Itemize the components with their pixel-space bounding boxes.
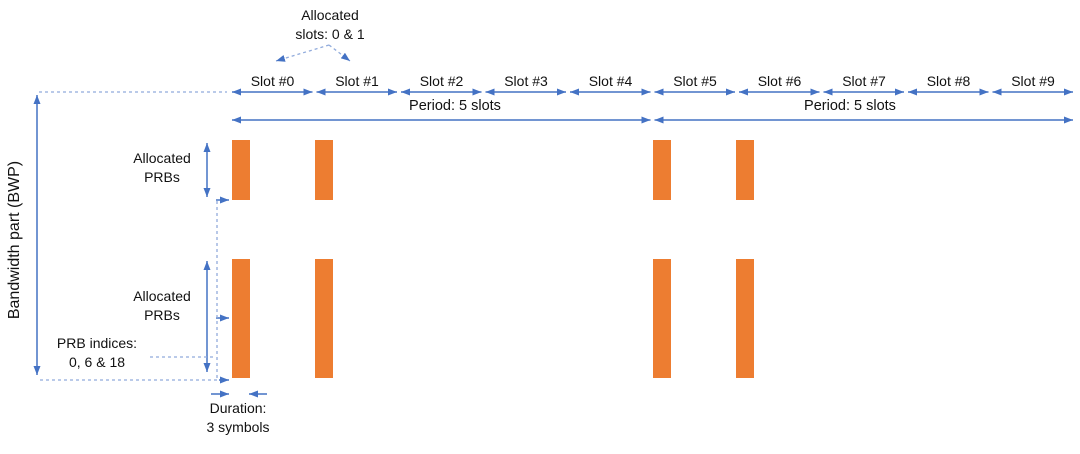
slot-label-6: Slot #6 (757, 73, 802, 89)
prb-block-slot0-lower (232, 259, 250, 378)
prb-block-slot1-lower (315, 259, 333, 378)
slot-label-4: Slot #4 (588, 73, 633, 89)
prb-block-slot0-upper (232, 140, 250, 200)
allocated-slot0-pointer-arrow (275, 44, 330, 62)
allocated-prbs-top-line2: PRBs (144, 169, 180, 185)
slot-label-8: Slot #8 (926, 73, 971, 89)
prb-block-slot6-lower (736, 259, 754, 378)
period-label-2: Period: 5 slots (804, 98, 896, 114)
dashed-guides (39, 44, 351, 381)
allocated-prbs-top-line1: Allocated (133, 150, 191, 166)
prb-block-slot6-upper (736, 140, 754, 200)
slot-label-5: Slot #5 (673, 73, 717, 89)
allocated-slots-label-line2: slots: 0 & 1 (295, 26, 365, 42)
bwp-label: Bandwidth part (BWP) (6, 160, 23, 320)
allocated-slot1-pointer-arrow (328, 44, 351, 62)
duration-label: Duration: 3 symbols (188, 399, 288, 437)
prb-block-slot1-upper (315, 140, 333, 200)
slot-label-1: Slot #1 (335, 73, 379, 89)
allocated-prbs-bottom-line1: Allocated (133, 288, 191, 304)
prb-indices-label: PRB indices: 0, 6 & 18 (43, 334, 151, 372)
period-label-1: Period: 5 slots (409, 98, 501, 114)
slot-label-3: Slot #3 (504, 73, 548, 89)
prb-block-slot5-lower (653, 259, 671, 378)
slot-label-7: Slot #7 (842, 73, 886, 89)
duration-line2: 3 symbols (206, 419, 270, 435)
allocated-slots-label: Allocated slots: 0 & 1 (255, 6, 405, 44)
allocated-slots-label-line1: Allocated (301, 7, 359, 23)
slot-label-9: Slot #9 (1011, 73, 1055, 89)
allocated-prbs-bottom-line2: PRBs (144, 307, 180, 323)
duration-line1: Duration: (209, 400, 267, 416)
slot-label-0: Slot #0 (250, 73, 295, 89)
prb-block-slot5-upper (653, 140, 671, 200)
slot-label-2: Slot #2 (419, 73, 464, 89)
allocated-prbs-top-label: Allocated PRBs (112, 149, 212, 187)
allocated-prbs-bottom-label: Allocated PRBs (112, 287, 212, 325)
prb-indices-line2: 0, 6 & 18 (68, 354, 126, 370)
prb-index-pointer-arrows (216, 196, 229, 384)
prb-indices-line1: PRB indices: (56, 335, 138, 351)
